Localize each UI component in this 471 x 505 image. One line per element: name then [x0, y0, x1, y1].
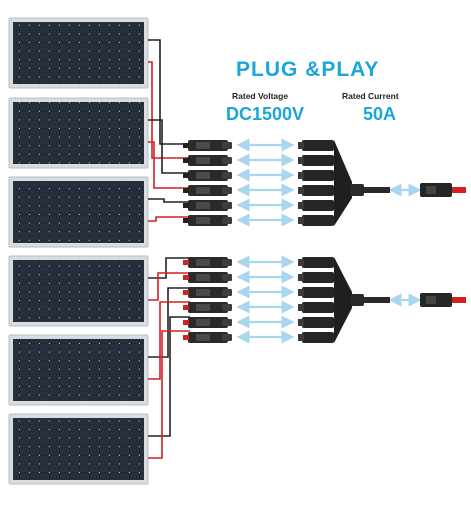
mc4-branch-connector [183, 317, 232, 328]
positive-wire [148, 61, 190, 159]
mc4-plug [420, 293, 466, 307]
solar-panel [8, 413, 149, 485]
mc4-branch-connector [183, 302, 232, 313]
mc4-plug [420, 183, 466, 197]
solar-panel [8, 17, 149, 89]
negative-wire [148, 39, 190, 145]
rated-current-value: 50A [363, 104, 397, 124]
solar-panel [8, 97, 149, 169]
positive-wire [148, 272, 190, 301]
negative-wire [148, 198, 190, 203]
rated-current-label: Rated Current [342, 91, 399, 101]
solar-panel [8, 176, 149, 248]
rated-voltage-value: DC1500V [226, 104, 305, 124]
y-branch-connector [298, 140, 390, 226]
y-branch-connector [298, 257, 390, 343]
mc4-branch-connector [183, 272, 232, 283]
negative-wire [148, 119, 190, 174]
mc4-branch-connector [183, 140, 232, 151]
positive-wire [148, 141, 190, 189]
positive-wire [148, 301, 190, 380]
mc4-branch-connector [183, 215, 232, 226]
mc4-branch-connector [183, 155, 232, 166]
mc4-branch-connector [183, 185, 232, 196]
solar-panel [8, 255, 149, 327]
negative-wire [148, 257, 190, 279]
headline: PLUG &PLAY [236, 58, 380, 81]
mc4-branch-connector [183, 287, 232, 298]
mc4-branch-connector [183, 170, 232, 181]
mc4-branch-connector [183, 332, 232, 343]
negative-wire [148, 316, 190, 437]
positive-wire [148, 330, 190, 459]
mc4-branch-connector [183, 200, 232, 211]
negative-wire [148, 287, 190, 358]
solar-panel [8, 334, 149, 406]
positive-wire [148, 216, 190, 222]
mc4-branch-connector [183, 257, 232, 268]
rated-voltage-label: Rated Voltage [232, 91, 289, 101]
